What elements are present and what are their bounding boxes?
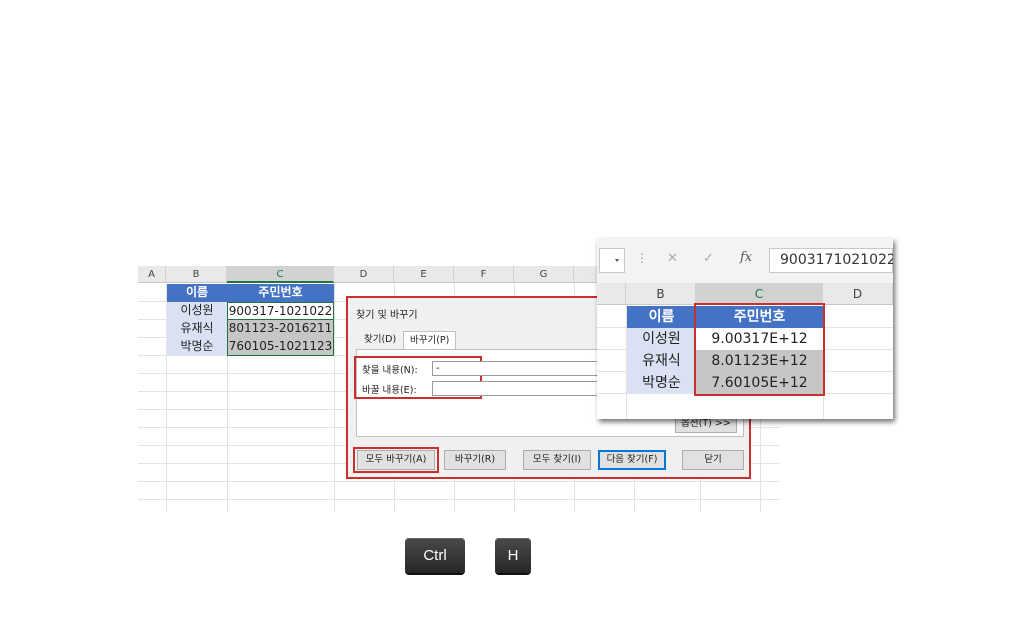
inset-column-header-b[interactable]: B <box>626 283 696 305</box>
tab-replace[interactable]: 바꾸기(P) <box>403 331 457 349</box>
column-header-f[interactable]: F <box>454 266 514 283</box>
grid-line <box>626 305 627 419</box>
replace-all-button[interactable]: 모두 바꾸기(A) <box>357 450 435 470</box>
highlight-box-fields <box>354 356 482 399</box>
column-header-b[interactable]: B <box>166 266 227 283</box>
column-header-e[interactable]: E <box>394 266 454 283</box>
inset-header-name[interactable]: 이름 <box>627 306 696 328</box>
find-label: 찾을 내용(N): <box>362 365 418 376</box>
id-cell[interactable]: 801123-2016211 <box>227 320 334 338</box>
column-header-g[interactable]: G <box>514 266 574 283</box>
tab-find[interactable]: 찾기(D) <box>364 334 397 345</box>
inset-column-header-d[interactable]: D <box>823 283 893 305</box>
name-cell[interactable]: 유재식 <box>167 320 227 338</box>
highlight-box-replace-all <box>353 447 439 473</box>
close-button[interactable]: 닫기 <box>682 450 744 470</box>
name-cell[interactable]: 이성원 <box>167 302 227 320</box>
inset-name-cell[interactable]: 박명순 <box>627 372 696 394</box>
ctrl-key: Ctrl <box>405 538 465 573</box>
inset-id-cell[interactable]: 7.60105E+12 <box>696 372 823 394</box>
more-dots-icon: ⋮ <box>636 251 648 265</box>
column-header-c[interactable]: C <box>227 266 334 283</box>
inset-column-header-blank <box>597 283 626 305</box>
grid-line <box>227 283 228 512</box>
find-input[interactable]: - <box>432 361 602 376</box>
header-cell-id[interactable]: 주민번호 <box>227 284 334 302</box>
column-header-d[interactable]: D <box>334 266 394 283</box>
cancel-icon[interactable]: ✕ <box>667 251 678 266</box>
formula-bar: ⋮ ✕ ✓ fx 9003171021022 <box>597 238 893 284</box>
replace-label: 바꿀 내용(E): <box>362 385 417 396</box>
replace-button[interactable]: 바꾸기(R) <box>444 450 506 470</box>
enter-check-icon[interactable]: ✓ <box>703 251 714 266</box>
inset-column-header-c[interactable]: C <box>696 283 823 305</box>
grid-line <box>166 283 167 512</box>
inset-id-cell[interactable]: 8.01123E+12 <box>696 350 823 372</box>
inset-name-cell[interactable]: 이성원 <box>627 328 696 350</box>
header-cell-name[interactable]: 이름 <box>167 284 227 302</box>
name-cell[interactable]: 박명순 <box>167 338 227 356</box>
find-all-button[interactable]: 모두 찾기(I) <box>523 450 591 470</box>
name-box[interactable] <box>599 248 625 273</box>
h-key: H <box>495 538 531 573</box>
zoomed-sheet-inset: ⋮ ✕ ✓ fx 9003171021022 B C D 이름 주민번호 이성원… <box>597 238 893 419</box>
grid-line <box>334 283 335 512</box>
replace-input[interactable] <box>432 381 602 396</box>
function-fx-icon[interactable]: fx <box>740 250 753 265</box>
inset-name-cell[interactable]: 유재식 <box>627 350 696 372</box>
inset-id-cell-active[interactable]: 9.00317E+12 <box>696 328 823 350</box>
inset-header-id[interactable]: 주민번호 <box>696 306 823 328</box>
id-cell[interactable]: 760105-1021123 <box>227 338 334 356</box>
id-cell-active[interactable]: 900317-1021022 <box>227 302 334 320</box>
column-header-a[interactable]: A <box>138 266 166 283</box>
find-next-button[interactable]: 다음 찾기(F) <box>598 450 666 470</box>
formula-input[interactable]: 9003171021022 <box>769 248 893 273</box>
grid-line <box>138 481 780 482</box>
chevron-down-icon <box>615 259 619 262</box>
grid-line <box>138 499 780 500</box>
highlight-box-id-column <box>694 303 825 396</box>
dialog-title: 찾기 및 바꾸기 <box>356 310 418 321</box>
